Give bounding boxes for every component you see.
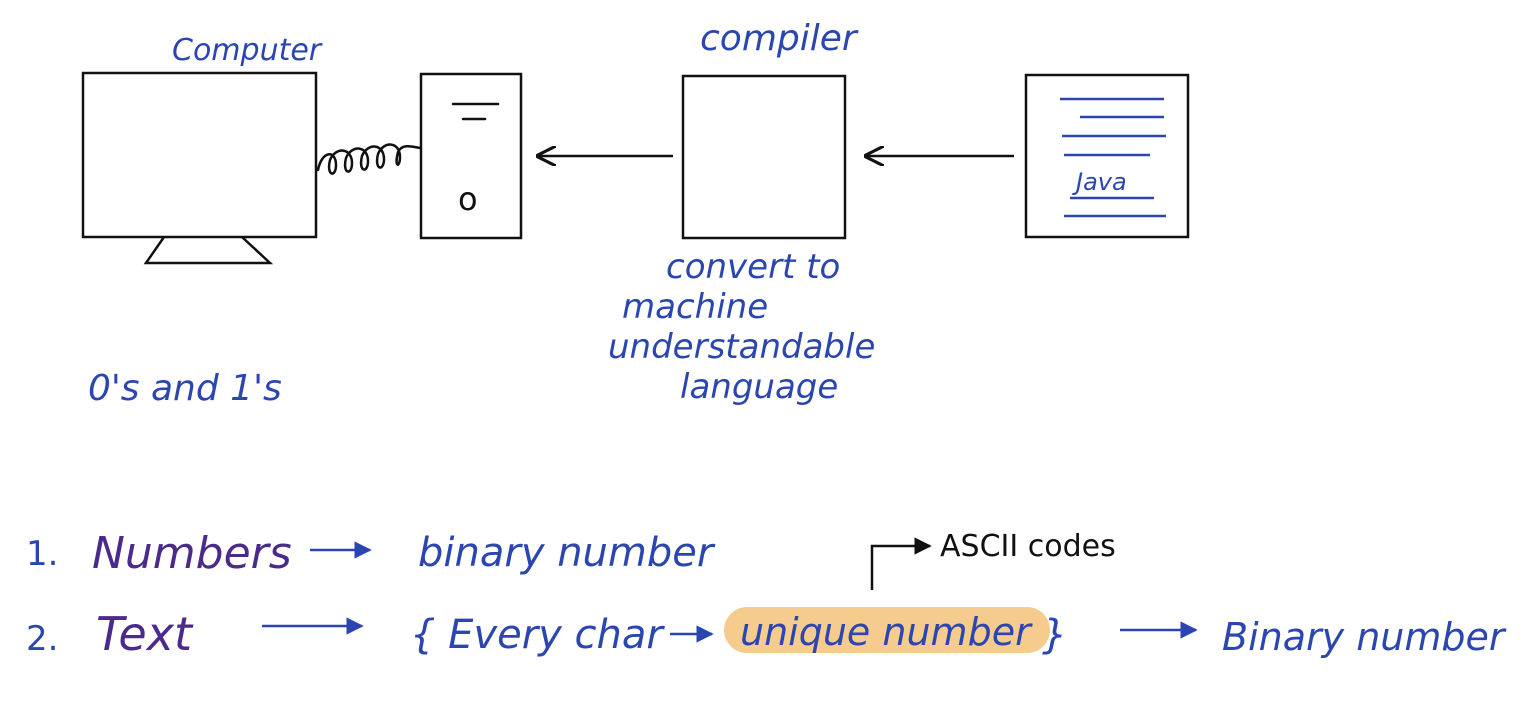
cpu-power-symbol: o xyxy=(458,180,478,218)
convert-line-2: machine xyxy=(622,287,768,327)
cpu-tower-icon: o xyxy=(419,72,523,240)
convert-line-1: convert to xyxy=(666,247,840,287)
item2-open: { Every char xyxy=(410,612,665,658)
java-label: Java xyxy=(1072,168,1127,196)
item1-number: 1. xyxy=(26,534,58,574)
monitor-icon xyxy=(81,71,318,265)
item1-result: binary number xyxy=(418,530,716,576)
item2-result: Binary number xyxy=(1222,615,1507,659)
item2-term: Text xyxy=(96,607,194,661)
convert-line-3: understandable xyxy=(608,327,875,367)
item2-number: 2. xyxy=(26,619,58,659)
item2-highlight: unique number xyxy=(740,610,1033,654)
convert-line-4: language xyxy=(680,367,838,407)
compiler-label: compiler xyxy=(700,18,859,59)
ascii-note: ASCII codes xyxy=(940,529,1116,564)
highlight-marker xyxy=(724,607,1050,653)
ascii-pointer-arrow xyxy=(870,537,932,590)
java-document-icon: Java xyxy=(1024,73,1190,239)
coiled-cable-icon xyxy=(316,143,422,175)
computer-label: Computer xyxy=(172,33,323,68)
zeros-ones-label: 0's and 1's xyxy=(88,368,282,409)
compiler-box-icon xyxy=(681,74,847,240)
item2-close: } xyxy=(1042,612,1067,658)
item1-term: Numbers xyxy=(92,528,292,579)
